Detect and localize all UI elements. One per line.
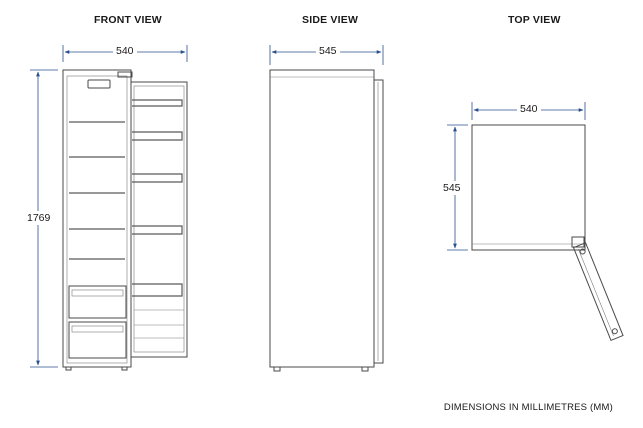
front-foot: [65, 366, 72, 371]
top-cabinet-body: [471, 124, 586, 251]
top-depth-label: 545: [443, 181, 461, 195]
front-crisper-drawer-handle: [71, 325, 124, 333]
front-door-bin: [132, 99, 183, 107]
side-cabinet-body: [269, 69, 375, 368]
front-cabinet-inner: [66, 75, 128, 364]
top-hinge: [571, 236, 585, 248]
front-hinge-top: [117, 71, 133, 78]
front-control-panel: [87, 79, 111, 89]
front-view-drawing: [30, 45, 188, 371]
front-door-bin: [132, 173, 183, 183]
front-door-bin: [132, 131, 183, 141]
top-open-door: [572, 242, 624, 341]
side-foot: [273, 366, 281, 372]
top-view-drawing: [447, 102, 624, 341]
front-door-bin: [132, 225, 183, 235]
front-height-label: 1769: [27, 211, 51, 225]
front-door-liner: [133, 85, 185, 353]
front-foot: [121, 366, 128, 371]
top-width-label: 540: [517, 103, 541, 115]
side-view-title: SIDE VIEW: [302, 14, 359, 26]
side-door-edge: [374, 79, 384, 364]
front-door-bin: [132, 283, 183, 297]
top-view-title: TOP VIEW: [508, 14, 561, 26]
front-crisper-drawer: [68, 321, 127, 359]
side-foot: [361, 366, 369, 372]
side-view-drawing: [269, 45, 384, 372]
units-footnote: DIMENSIONS IN MILLIMETRES (MM): [443, 402, 613, 413]
front-view-title: FRONT VIEW: [94, 14, 162, 26]
side-depth-label: 545: [316, 45, 340, 57]
front-crisper-drawer-handle: [71, 289, 124, 297]
front-open-door: [130, 81, 188, 358]
front-crisper-drawer: [68, 285, 127, 319]
front-width-label: 540: [113, 45, 137, 57]
